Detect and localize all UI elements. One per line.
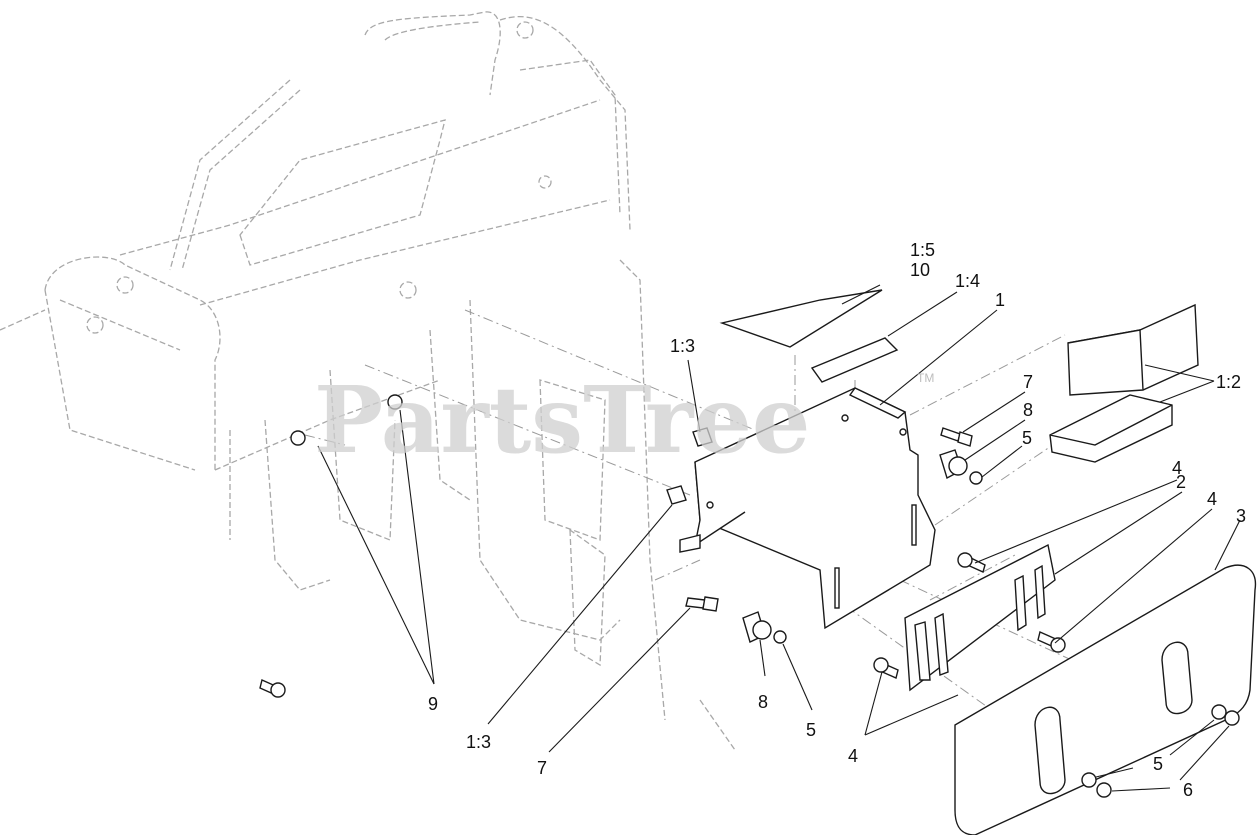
callout-label: 1:2 bbox=[1216, 372, 1241, 392]
callout-label: 7 bbox=[537, 758, 547, 778]
callout-label: 5 bbox=[1022, 428, 1032, 448]
callout-label: 4 bbox=[1207, 489, 1217, 509]
callout-label: 9 bbox=[428, 694, 438, 714]
front-plate bbox=[954, 564, 1257, 835]
callout-label: 4 bbox=[1172, 458, 1182, 478]
callout-label: 5 bbox=[1153, 754, 1163, 774]
callout-labels: 1:5 10 1:4 1 1:3 7 8 5 1:2 4 2 4 3 9 8 5… bbox=[428, 240, 1246, 800]
callout-label: 5 bbox=[806, 720, 816, 740]
callout-label: 2 bbox=[1176, 472, 1186, 492]
slotted-plate bbox=[904, 543, 1056, 692]
callout-label: 1 bbox=[995, 290, 1005, 310]
callout-label: 4 bbox=[848, 746, 858, 766]
callout-label: 1:3 bbox=[466, 732, 491, 752]
callout-label: 8 bbox=[758, 692, 768, 712]
fasteners bbox=[259, 394, 1240, 798]
callout-label: 1:3 bbox=[670, 336, 695, 356]
decal-1-4 bbox=[810, 337, 899, 383]
callout-label: 8 bbox=[1023, 400, 1033, 420]
watermark-trademark: TM bbox=[917, 371, 934, 385]
callout-label: 1:4 bbox=[955, 271, 980, 291]
callout-label: 10 bbox=[910, 260, 930, 280]
leader-lines bbox=[317, 284, 1241, 792]
callout-label: 3 bbox=[1236, 506, 1246, 526]
callout-label: 7 bbox=[1023, 372, 1033, 392]
ghost-frame bbox=[0, 11, 736, 751]
callout-label: 1:5 bbox=[910, 240, 935, 260]
decal-1-5 bbox=[719, 289, 883, 348]
watermark-text: PartsTree bbox=[314, 366, 810, 474]
callout-label: 6 bbox=[1183, 780, 1193, 800]
main-bracket bbox=[679, 387, 936, 630]
weight-pads bbox=[1049, 303, 1199, 463]
